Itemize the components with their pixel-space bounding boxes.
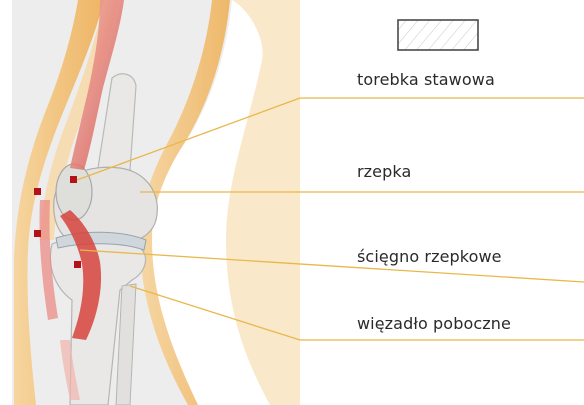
legend-swatch: [398, 20, 478, 50]
label-patella: rzepka: [357, 162, 411, 181]
marker-patella: [34, 188, 41, 195]
marker-tendon: [34, 230, 41, 237]
label-patellar-tendon: ścięgno rzepkowe: [357, 247, 502, 266]
patella: [56, 164, 92, 220]
marker-capsule: [70, 176, 77, 183]
marker-ligament: [74, 261, 81, 268]
label-capsule: torebka stawowa: [357, 70, 495, 89]
label-collateral-ligament: więzadło poboczne: [357, 314, 511, 333]
